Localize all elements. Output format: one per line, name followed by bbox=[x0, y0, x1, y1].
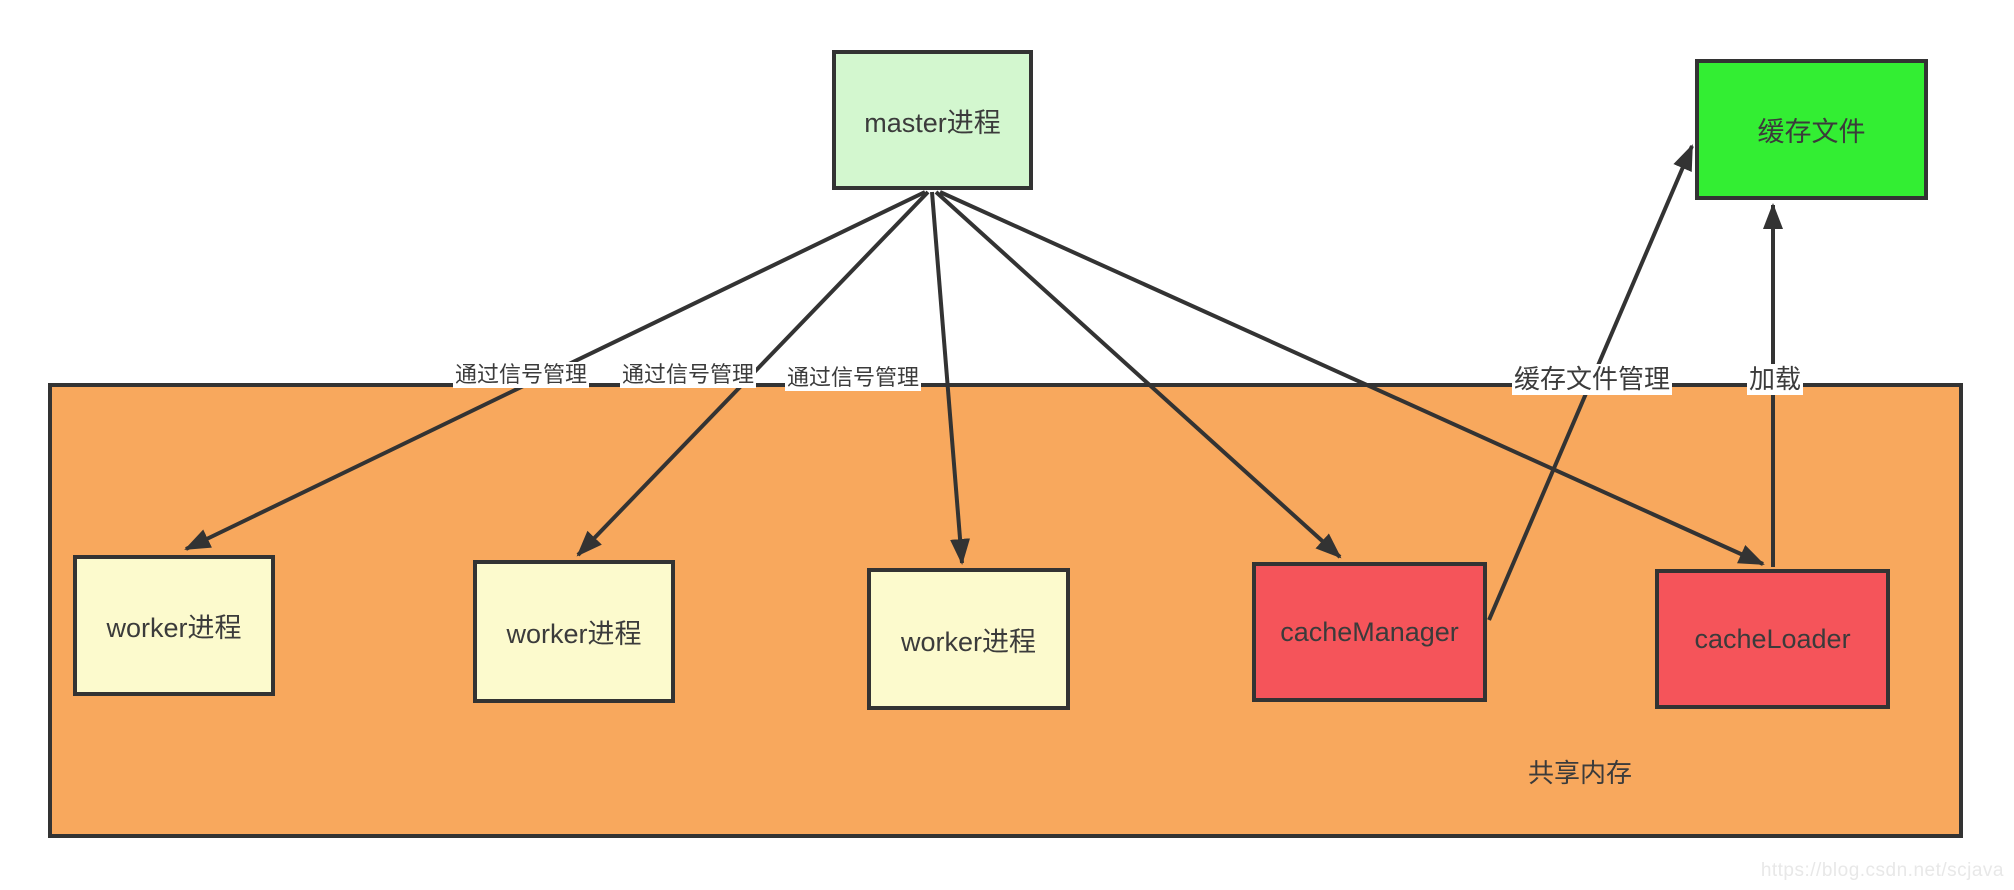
watermark-text: https://blog.csdn.net/scjava bbox=[1760, 860, 2004, 881]
node-cache-file: 缓存文件 bbox=[1695, 59, 1928, 200]
node-worker-process-1: worker进程 bbox=[73, 555, 275, 696]
signal-label-2: 通过信号管理 bbox=[620, 362, 757, 389]
node-label: 缓存文件 bbox=[1757, 117, 1866, 147]
signal-label-1: 通过信号管理 bbox=[453, 362, 590, 389]
node-worker-process-3: worker进程 bbox=[867, 568, 1070, 710]
cache-file-mgmt-label: 缓存文件管理 bbox=[1512, 364, 1673, 396]
edge-master-to-cache-loader bbox=[939, 190, 1765, 566]
node-label: master进程 bbox=[864, 107, 1001, 138]
load-label: 加载 bbox=[1747, 364, 1804, 396]
node-label: cacheManager bbox=[1280, 616, 1459, 647]
node-cache-manager: cacheManager bbox=[1252, 562, 1487, 702]
node-label: worker进程 bbox=[106, 613, 242, 643]
node-worker-process-2: worker进程 bbox=[473, 560, 675, 703]
node-cache-loader: cacheLoader bbox=[1655, 569, 1890, 709]
edge-master-to-worker3 bbox=[930, 191, 971, 565]
node-label: worker进程 bbox=[506, 619, 642, 649]
node-label: cacheLoader bbox=[1694, 623, 1851, 654]
label-shared-memory: 共享内存 bbox=[1528, 758, 1633, 788]
node-label: worker进程 bbox=[900, 626, 1036, 657]
node-master-process: master进程 bbox=[832, 50, 1033, 190]
edge-master-to-cache-manager bbox=[934, 190, 1342, 559]
signal-label-3: 通过信号管理 bbox=[785, 365, 922, 392]
